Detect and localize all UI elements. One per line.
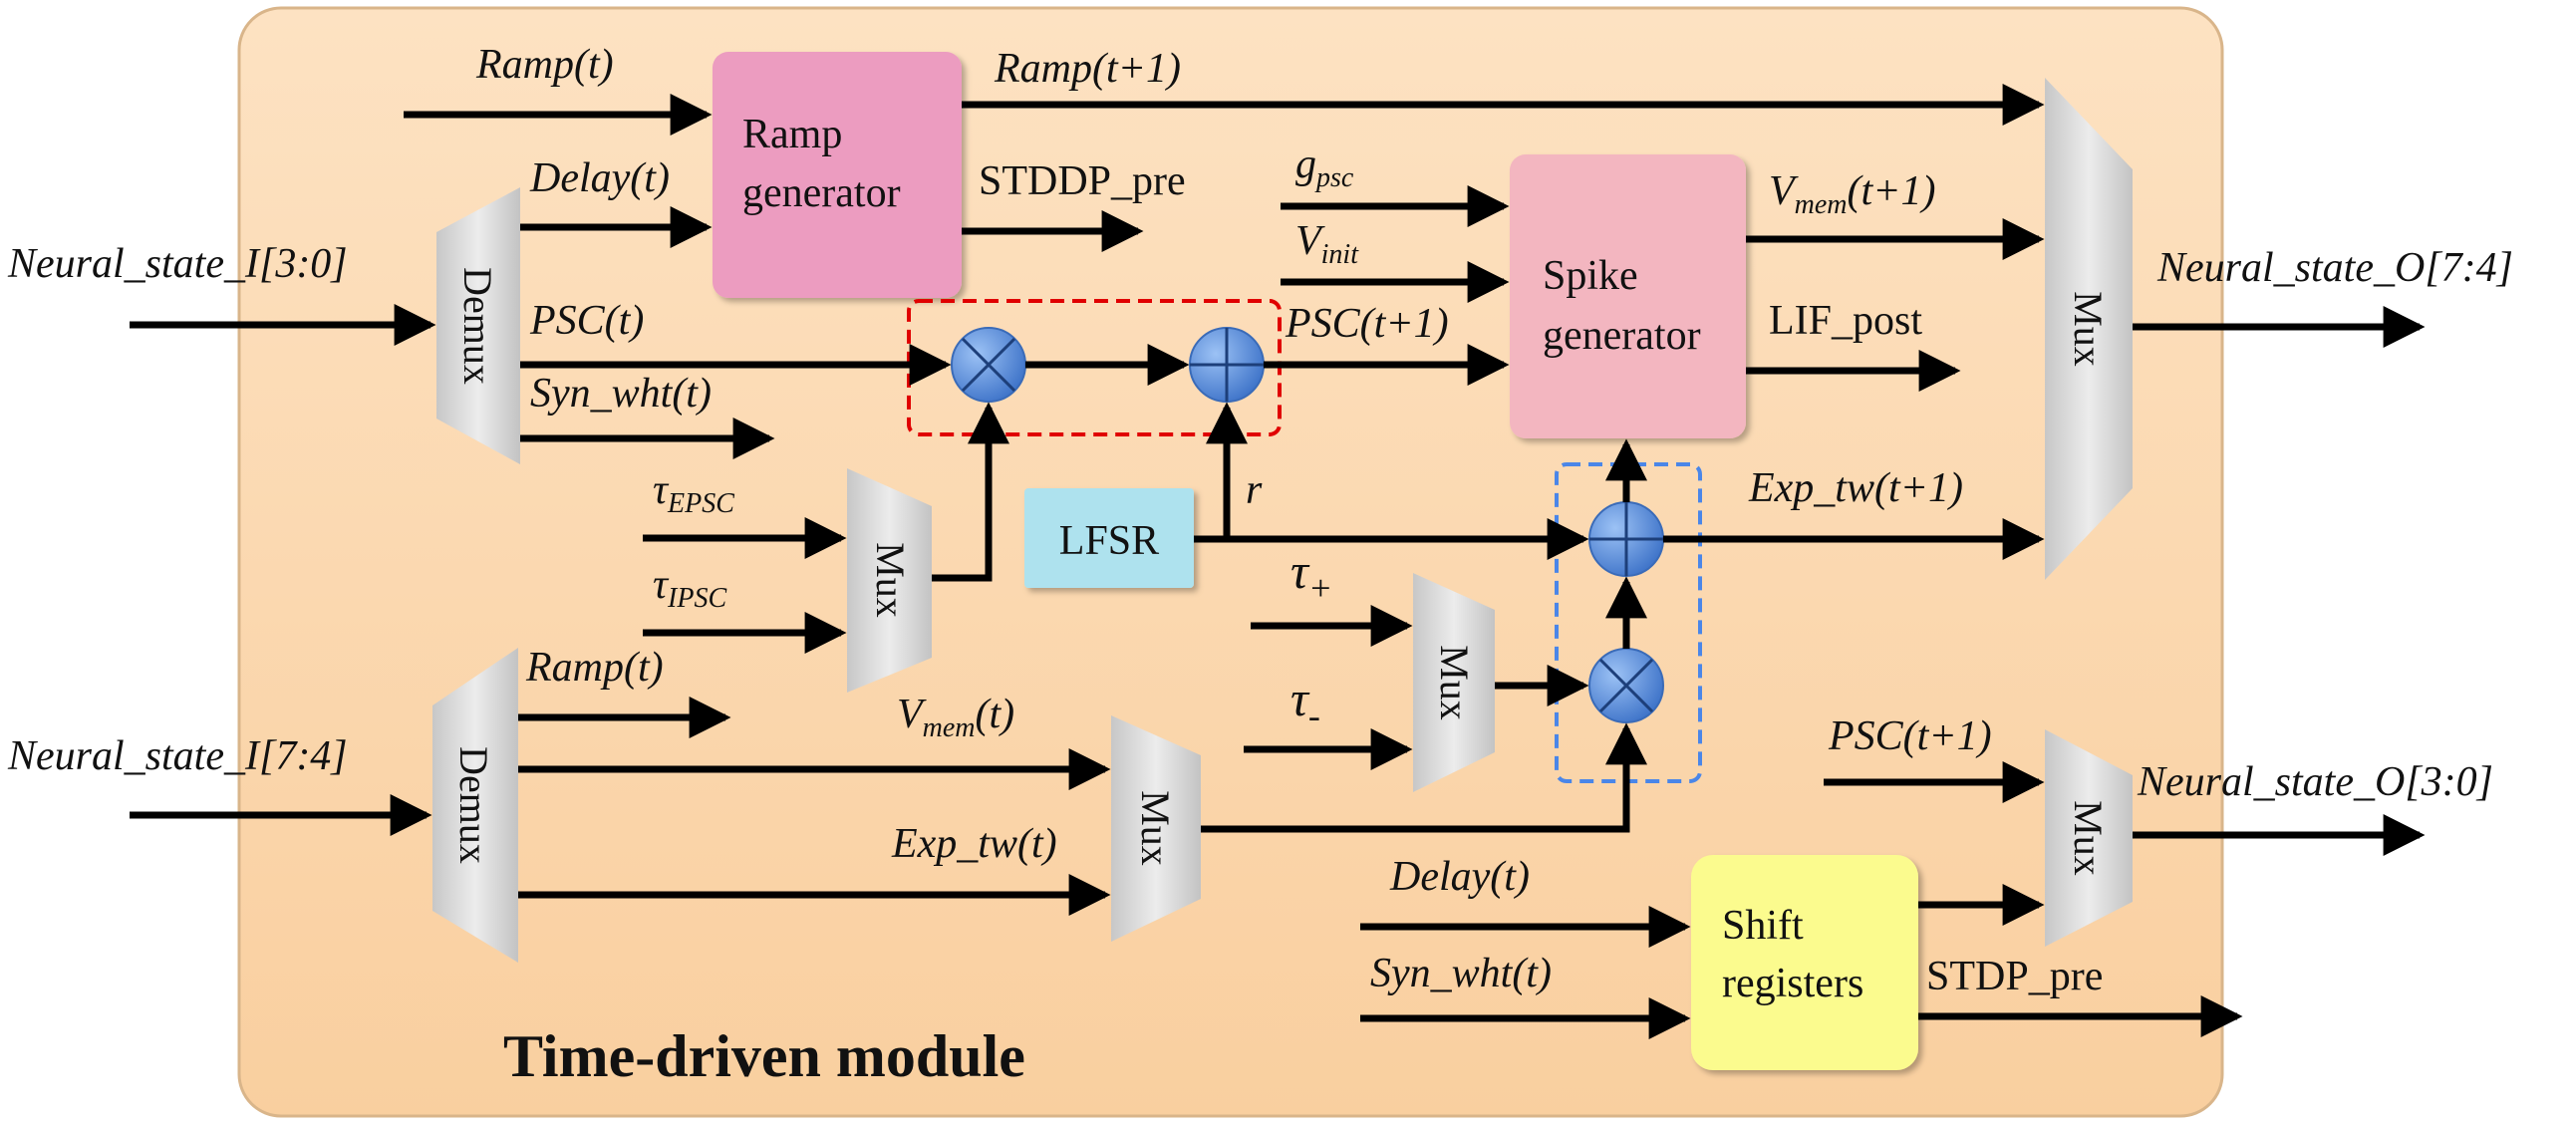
demux-top-label: Demux [455,267,500,385]
mux-output-low-label: Mux [2066,800,2111,876]
signal-delay-t: Delay(t) [529,155,670,201]
signal-delay-t-low: Delay(t) [1389,854,1530,900]
shift-registers-label-1: Shift [1722,903,1804,949]
signal-vmem-t: Vmem(t) [897,692,1014,743]
signal-ramp-t: Ramp(t) [475,42,614,88]
shift-registers-block [1691,855,1918,1070]
mux-output-high [2045,78,2133,580]
wires [130,84,2426,1039]
signal-ramp-t1: Ramp(t+1) [994,46,1181,92]
signal-lif-post: LIF_post [1769,298,1922,344]
signal-r: r [1246,467,1263,513]
module-title: Time-driven module [503,1023,1025,1089]
signal-syn-wht-low: Syn_wht(t) [1370,951,1552,996]
lfsr-label: LFSR [1059,518,1159,564]
multiplier-psc [951,327,1026,403]
lfsr-block [1024,488,1194,588]
signal-vmem-t1: Vmem(t+1) [1769,168,1936,220]
mux-tau-epsc-ipsc [847,468,932,693]
mux-tau-epsc-ipsc-label: Mux [868,542,913,618]
input-label-neural-state-high: Neural_state_I[7:4] [7,733,348,779]
signal-exp-tw-t: Exp_tw(t) [891,821,1057,867]
spike-generator-label-1: Spike [1543,253,1638,299]
signal-tau-plus: τ+ [1290,543,1332,608]
demux-bottom-label: Demux [451,746,496,864]
signal-tau-epsc: τEPSC [653,467,734,519]
signal-tau-minus: τ- [1290,671,1320,735]
signal-syn-wht: Syn_wht(t) [530,371,712,417]
signal-v-init: Vinit [1295,218,1359,270]
signal-tau-ipsc: τIPSC [653,562,726,614]
mux-tau-pm-label: Mux [1432,645,1477,720]
spike-generator-block [1510,154,1746,438]
mux-vmem-exptw-label: Mux [1133,790,1178,866]
signal-psc-t1: PSC(t+1) [1285,301,1449,347]
demux-bottom [432,648,518,963]
input-label-neural-state-low: Neural_state_I[3:0] [7,241,348,287]
signal-psc-t: PSC(t) [529,298,644,344]
adder-exp-tw [1588,501,1664,577]
ramp-generator-label-1: Ramp [742,112,842,157]
signal-exp-tw-t1: Exp_tw(t+1) [1748,465,1963,511]
shift-registers-label-2: registers [1722,961,1863,1006]
mux-output-high-label: Mux [2066,291,2111,367]
output-label-neural-state-high: Neural_state_O[7:4] [2156,245,2513,291]
ramp-generator-label-2: generator [742,170,901,216]
signal-g-psc: gpsc [1295,141,1354,193]
adder-psc [1189,327,1265,403]
ramp-generator-block [713,52,962,298]
mux-output-low [2045,729,2133,947]
multiplier-exp-tw [1588,648,1664,723]
signal-psc-t1-low: PSC(t+1) [1828,713,1992,759]
spike-generator-label-2: generator [1543,313,1701,359]
signal-stddp-pre: STDDP_pre [979,158,1186,204]
mux-tau-pm [1413,573,1495,792]
mux-vmem-exptw [1111,715,1201,942]
signal-stdp-pre: STDP_pre [1926,954,2103,999]
demux-top [436,187,520,464]
signal-ramp-t-low: Ramp(t) [525,645,664,691]
output-label-neural-state-low: Neural_state_O[3:0] [2137,759,2493,805]
